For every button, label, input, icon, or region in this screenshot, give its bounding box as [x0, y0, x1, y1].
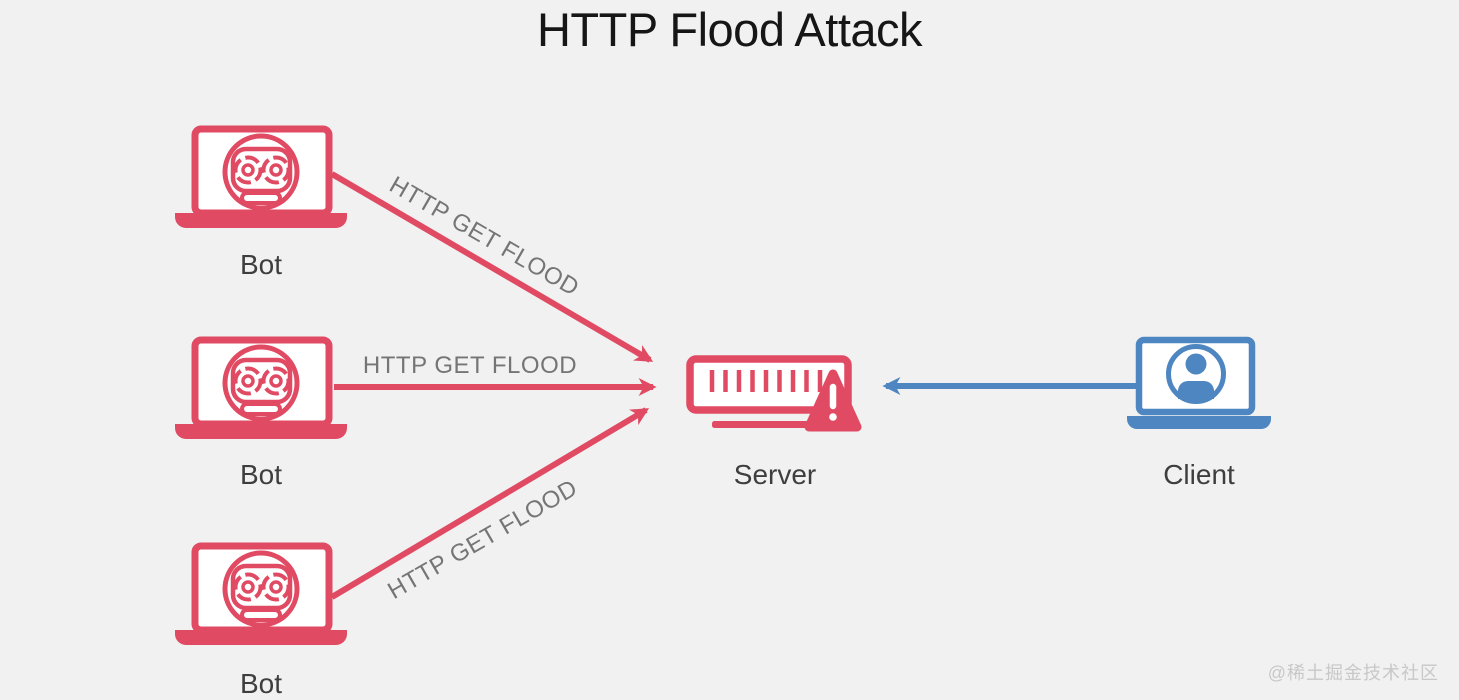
user-laptop-icon: [1127, 336, 1271, 429]
user-icon: [1166, 344, 1226, 404]
watermark: @稀土掘金技术社区: [1267, 663, 1439, 683]
server-rack-icon: [686, 355, 862, 432]
attack-arrow-bottom: [330, 407, 650, 600]
diagram-title: HTTP Flood Attack: [536, 3, 923, 56]
robot-face-icon: [222, 133, 300, 211]
robot-face-icon: [222, 344, 300, 422]
robot-laptop-icon: [175, 336, 347, 439]
bot-label: Bot: [239, 459, 283, 490]
attack-arrow-top: [330, 171, 654, 363]
robot-laptop-icon: [175, 125, 347, 228]
client-label: Client: [1163, 459, 1235, 490]
bot-label: Bot: [239, 249, 283, 280]
server-vents: [709, 370, 823, 392]
bot-label: Bot: [239, 668, 283, 699]
robot-face-icon: [222, 550, 300, 628]
arrow-label-middle: HTTP GET FLOOD: [362, 352, 578, 379]
robot-laptop-icon: [175, 542, 347, 645]
warning-triangle-icon: [804, 369, 862, 432]
server-label: Server: [733, 459, 817, 490]
